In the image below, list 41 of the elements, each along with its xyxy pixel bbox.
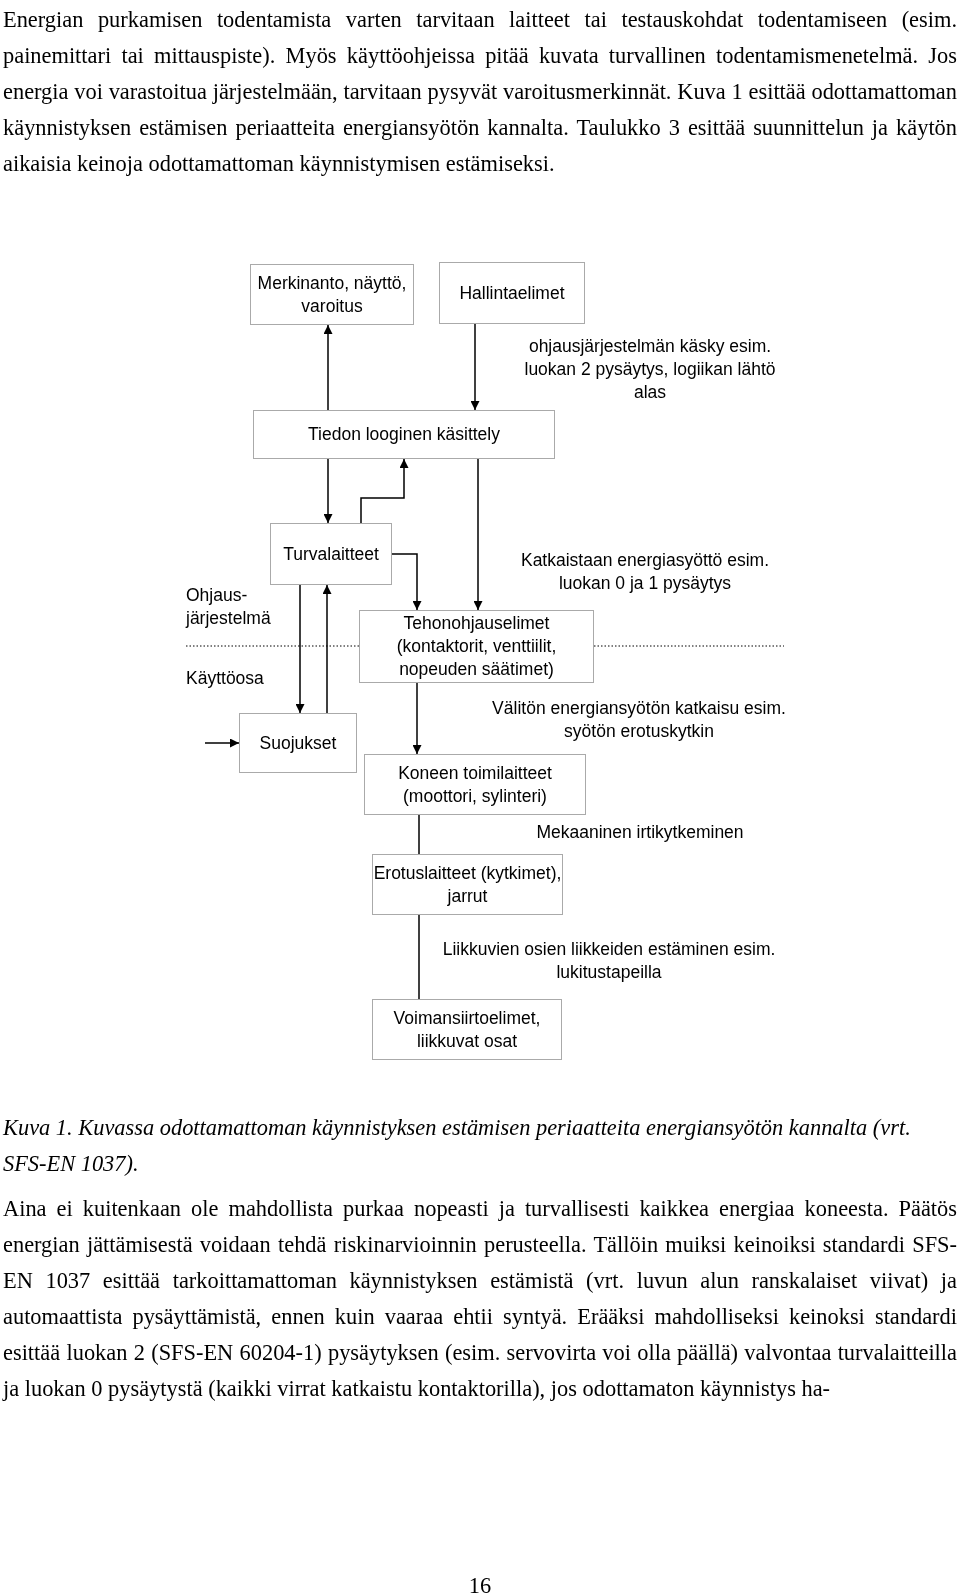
box-label: Hallintaelimet bbox=[459, 281, 565, 305]
connector-line bbox=[418, 814, 420, 855]
arrow bbox=[470, 323, 480, 411]
arrow bbox=[323, 324, 333, 411]
arrow bbox=[322, 584, 332, 714]
annotation: Liikkuvien osien liikkeiden estäminen esim. lukitustapeilla bbox=[441, 938, 777, 984]
box-label: Voimansiirtoelimet, liikkuvat osat bbox=[392, 1006, 542, 1053]
section-label: Käyttöosa bbox=[186, 667, 265, 690]
box-label: Koneen toimilaitteet (moottori, sylinteri) bbox=[397, 761, 553, 808]
process-box bbox=[253, 410, 555, 459]
page-number: 16 bbox=[467, 1572, 493, 1596]
process-box bbox=[372, 854, 563, 915]
arrow bbox=[391, 553, 422, 611]
arrow bbox=[204, 738, 240, 748]
paragraph: Aina ei kuitenkaan ole mahdollista purkaa nopeasti ja turvallisesti kaikkea energiaa koneesta. Päätös energian jättämisestä voidaan tehdä riskinarvioinnin perusteella. Tällöin muiksi keinoiksi standardi SFS-EN 1037 esittää tarkoittamattoman käynnistyksen estämistä (vrt. luvun alun ranskalaiset viivat) ja automaattista pysäyttämistä, ennen kuin vaaraa ehtii syntyä. Erääksi mahdolliseksi keinoksi standardi esittää luokan 2 (SFS-EN 60204-1) pysäytyksen (esim. servovirta voi olla päällä) valvontaa turvalaitteilla ja luokan 0 pysäytystä (kaikki virrat katkaistu kontaktorilla), jos odottamaton käynnistys ha- bbox=[3, 1195, 957, 1403]
annotation: Mekaaninen irtikytkeminen bbox=[535, 821, 745, 844]
annotation: ohjausjärjestelmän käsky esim. luokan 2 pysäytys, logiikan lähtö alas bbox=[523, 335, 777, 404]
box-label: Suojukset bbox=[259, 731, 337, 755]
box-label: Tehonohjauselimet (kontaktorit, venttiilit, nopeuden säätimet) bbox=[395, 612, 558, 681]
arrow bbox=[412, 682, 422, 755]
box-label: Turvalaitteet bbox=[283, 542, 379, 566]
figure-caption: Kuva 1. Kuvassa odottamattoman käynnistyksen estämisen periaatteita energiansyötön kannalta (vrt. SFS-EN 1037). bbox=[3, 1114, 912, 1178]
connector-line bbox=[418, 914, 420, 1000]
process-box bbox=[364, 754, 586, 815]
arrow bbox=[360, 458, 409, 524]
process-box bbox=[359, 610, 594, 683]
box-label: Erotuslaitteet (kytkimet), jarrut bbox=[373, 861, 562, 908]
arrow bbox=[473, 458, 483, 611]
process-box bbox=[250, 264, 414, 325]
arrow bbox=[323, 458, 333, 524]
paragraph: Energian purkamisen todentamista varten tarvitaan laitteet tai testauskohdat todentamiseen (esim. painemittari tai mittauspiste). Myös käyttöohjeissa pitää kuvata turvallinen todentamismenetelmä. Jos energia voi varastoitua järjestelmään, tarvitaan pysyvät varoitusmerkinnät. Kuva 1 esittää odottamattoman käynnistyksen estämisen periaatteita energiansyötön kannalta. Taulukko 3 esittää suunnittelun ja käytön aikaisia keinoja odottamattoman käynnistymisen estämiseksi. bbox=[3, 6, 957, 178]
process-box bbox=[239, 713, 357, 773]
process-box bbox=[439, 262, 585, 324]
annotation: Katkaistaan energiasyöttö esim. luokan 0 ja 1 pysäytys bbox=[519, 549, 771, 595]
process-box bbox=[270, 523, 392, 585]
box-label: Merkinanto, näyttö, varoitus bbox=[256, 271, 408, 318]
annotation: Välitön energiansyötön katkaisu esim. syötön erotuskytkin bbox=[491, 697, 787, 743]
arrow bbox=[295, 584, 305, 714]
process-box bbox=[372, 999, 562, 1060]
section-label: Ohjaus- järjestelmä bbox=[186, 584, 272, 630]
box-label: Tiedon looginen käsittely bbox=[308, 423, 500, 446]
